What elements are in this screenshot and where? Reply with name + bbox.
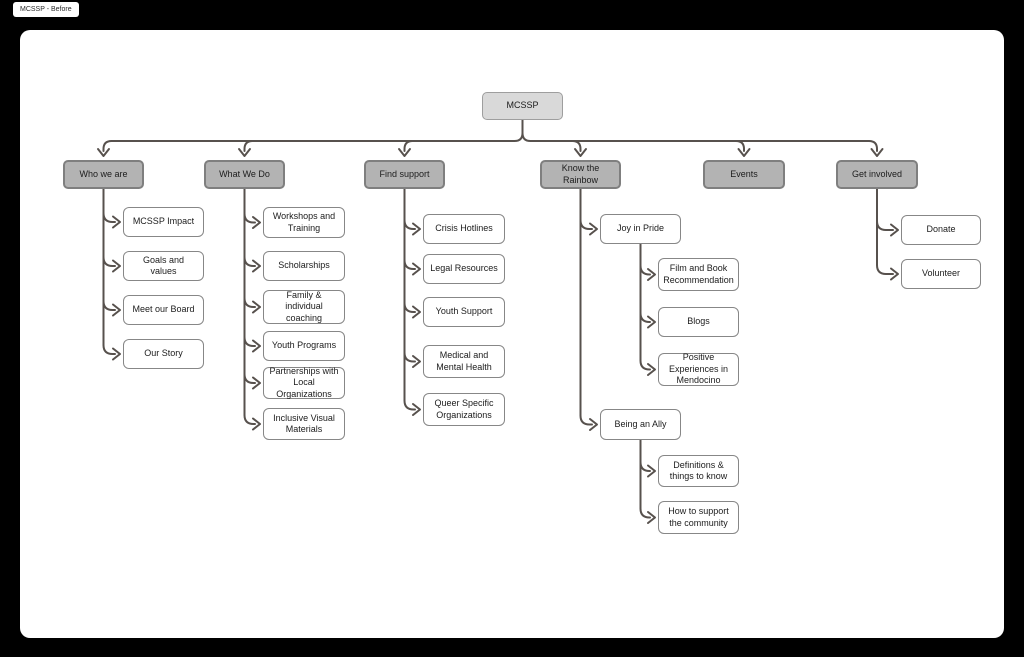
node-label: What We Do <box>219 168 270 179</box>
node-label: Know the Rainbow <box>561 163 600 185</box>
node-mcssp-impact[interactable]: MCSSP Impact <box>123 207 204 237</box>
node-volunteer[interactable]: Volunteer <box>901 259 981 289</box>
node-blogs[interactable]: Blogs <box>658 307 739 337</box>
node-label: Legal Resources <box>430 263 498 274</box>
node-label: Scholarships <box>278 260 330 271</box>
node-label: Events <box>730 168 758 179</box>
node-events[interactable]: Events <box>703 160 785 189</box>
node-get-involved[interactable]: Get involved <box>836 160 918 189</box>
node-goals-and-values[interactable]: Goals and values <box>123 251 204 281</box>
node-label: How to support the community <box>668 506 729 528</box>
node-label: Volunteer <box>921 268 961 279</box>
node-what-we-do[interactable]: What We Do <box>204 160 285 189</box>
node-youth-support[interactable]: Youth Support <box>423 297 505 327</box>
node-partnerships-local-orgs[interactable]: Partnerships with Local Organizations <box>263 365 345 399</box>
node-label: Queer Specific Organizations <box>434 398 494 420</box>
node-label: Youth Support <box>435 306 493 317</box>
node-family-individual-coaching[interactable]: Family & individual coaching <box>263 290 345 324</box>
node-know-the-rainbow[interactable]: Know the Rainbow <box>540 160 621 189</box>
node-label: MCSSP <box>506 100 539 111</box>
node-medical-and-mental-health[interactable]: Medical and Mental Health <box>423 345 505 378</box>
node-our-story[interactable]: Our Story <box>123 339 204 369</box>
node-label: Goals and values <box>142 254 185 277</box>
node-find-support[interactable]: Find support <box>364 160 445 189</box>
node-label: Film and Book Recommendation <box>663 263 734 285</box>
node-film-and-book-recommendation[interactable]: Film and Book Recommendation <box>658 258 739 291</box>
node-crisis-hotlines[interactable]: Crisis Hotlines <box>423 214 505 244</box>
node-label: Workshops and Training <box>272 211 336 233</box>
node-scholarships[interactable]: Scholarships <box>263 251 345 281</box>
node-label: Who we are <box>79 168 128 179</box>
node-youth-programs[interactable]: Youth Programs <box>263 331 345 361</box>
node-mcssp[interactable]: MCSSP <box>482 92 563 120</box>
node-label: Family & individual coaching <box>285 289 323 323</box>
node-positive-experiences-mendocino[interactable]: Positive Experiences in Mendocino <box>658 352 739 386</box>
node-label: Joy in Pride <box>616 223 665 234</box>
node-label: Blogs <box>687 316 710 327</box>
node-label: Youth Programs <box>271 340 337 351</box>
node-label: Medical and Mental Health <box>436 350 492 372</box>
board-tab[interactable]: MCSSP - Before <box>13 2 79 17</box>
node-donate[interactable]: Donate <box>901 215 981 245</box>
node-label: Find support <box>379 168 430 179</box>
node-label: Our Story <box>144 348 183 359</box>
node-who-we-are[interactable]: Who we are <box>63 160 144 189</box>
node-label: Get involved <box>851 168 903 179</box>
node-label: Definitions & things to know <box>669 459 728 482</box>
node-label: MCSSP Impact <box>132 216 195 227</box>
node-legal-resources[interactable]: Legal Resources <box>423 254 505 284</box>
node-definitions-things-to-know[interactable]: Definitions & things to know <box>658 455 739 487</box>
node-label: Donate <box>926 224 956 235</box>
node-label: Meet our Board <box>132 304 195 315</box>
node-how-to-support-community[interactable]: How to support the community <box>658 501 739 534</box>
node-inclusive-visual-materials[interactable]: Inclusive Visual Materials <box>263 408 345 440</box>
node-label: Inclusive Visual Materials <box>273 412 335 435</box>
node-label: Being an Ally <box>614 418 667 429</box>
node-label: Partnerships with Local Organizations <box>269 365 339 399</box>
node-meet-our-board[interactable]: Meet our Board <box>123 295 204 325</box>
node-workshops-and-training[interactable]: Workshops and Training <box>263 207 345 238</box>
node-label: Crisis Hotlines <box>435 223 493 234</box>
node-joy-in-pride[interactable]: Joy in Pride <box>600 214 681 244</box>
node-label: Positive Experiences in Mendocino <box>668 352 729 386</box>
node-being-an-ally[interactable]: Being an Ally <box>600 409 681 440</box>
node-queer-specific-organizations[interactable]: Queer Specific Organizations <box>423 393 505 426</box>
